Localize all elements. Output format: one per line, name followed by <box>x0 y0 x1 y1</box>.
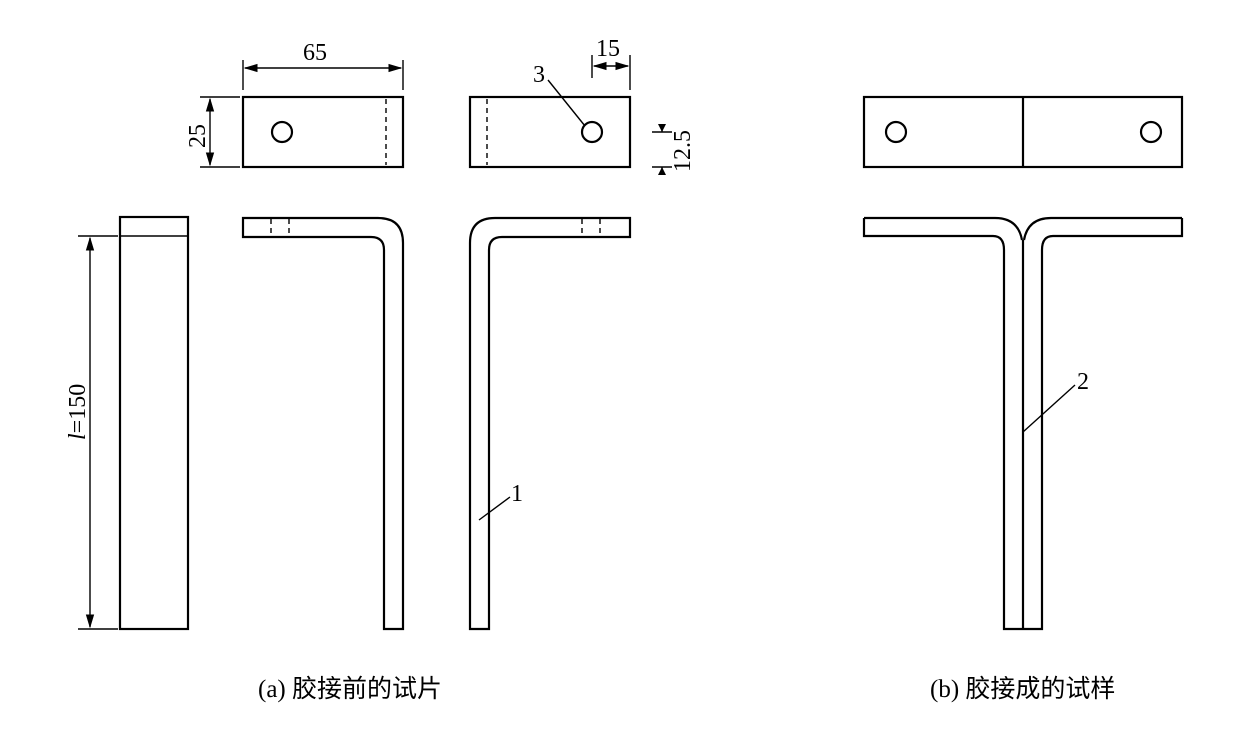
dimension-hole-offset-label: 15 <box>596 36 620 62</box>
caption-b: (b) 胶接成的试样 <box>930 675 1115 703</box>
dimension-hole-center: 12.5 <box>652 124 696 175</box>
front-view-right-bent-strip <box>468 216 632 631</box>
front-view-left-bent-strip <box>241 216 405 631</box>
part-1-callout: 1 <box>478 481 523 521</box>
dimension-height-label: 25 <box>185 124 211 148</box>
top-view-right-plate <box>468 95 632 169</box>
dimension-width: 65 <box>242 40 404 90</box>
part-3-callout: 3 <box>533 62 586 127</box>
dimension-hole-offset: 15 <box>591 36 631 90</box>
dimension-width-label: 65 <box>303 40 327 66</box>
part-1-label: 1 <box>511 481 523 507</box>
top-view-bonded-specimen <box>862 95 1184 169</box>
caption-a: (a) 胶接前的试片 <box>258 675 442 703</box>
front-view-bonded-t-specimen <box>862 216 1184 631</box>
dimension-length-label: l=150 <box>65 384 91 440</box>
part-3-label: 3 <box>533 62 545 88</box>
side-view-strip <box>118 215 190 631</box>
part-2-label: 2 <box>1077 369 1089 395</box>
top-view-left-plate <box>241 95 405 169</box>
dimension-height: 25 <box>185 96 240 168</box>
dimension-length: l=150 <box>65 235 118 630</box>
dimension-hole-center-label: 12.5 <box>670 130 696 172</box>
part-2-callout: 2 <box>1022 369 1089 433</box>
